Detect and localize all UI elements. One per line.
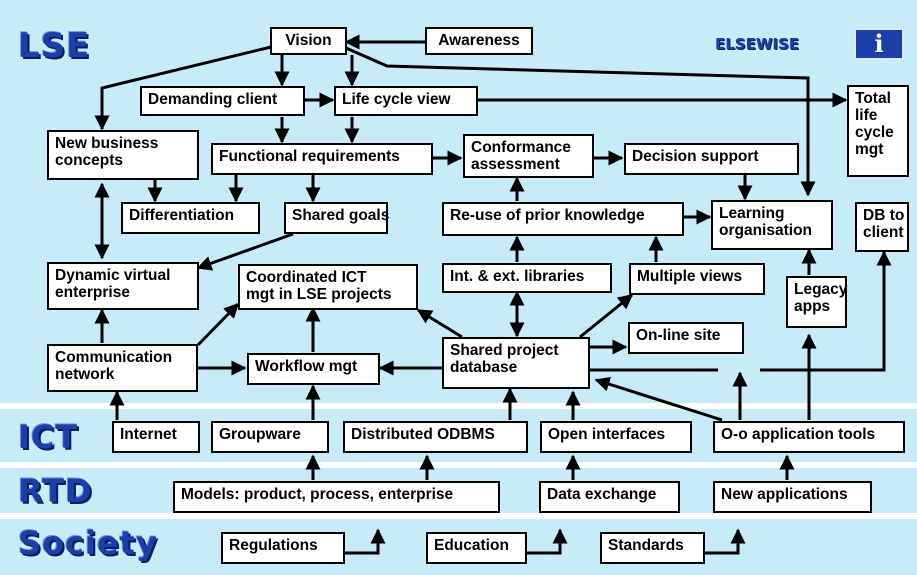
node-communication-network: Communication network xyxy=(47,344,198,392)
legacy-line-1: Legacy xyxy=(794,281,848,298)
node-shared-project-database: Shared project database xyxy=(442,337,590,389)
node-conformance-assessment: Conformance assessment xyxy=(463,134,594,178)
node-data-exchange: Data exchange xyxy=(539,481,680,513)
node-new-business-concepts: New business concepts xyxy=(47,130,199,180)
node-multiple-views: Multiple views xyxy=(629,263,765,295)
node-groupware: Groupware xyxy=(211,421,329,453)
total-line-2: life xyxy=(855,107,878,124)
node-decision-support: Decision support xyxy=(624,143,799,175)
node-dynamic-virtual-enterprise: Dynamic virtual enterprise xyxy=(47,262,199,310)
node-awareness: Awareness xyxy=(425,27,533,55)
edge-db-views xyxy=(579,293,634,339)
node-vision: Vision xyxy=(270,27,347,55)
edge-vision-newbusiness xyxy=(94,45,272,131)
node-functional-requirements: Functional requirements xyxy=(211,143,433,175)
edge-regulations-up xyxy=(345,528,386,555)
node-learning-organisation: Learning organisation xyxy=(711,200,833,250)
band-divider-rtd xyxy=(0,462,917,468)
node-demanding-client: Demanding client xyxy=(140,86,305,116)
new-business-line-2: concepts xyxy=(55,152,124,169)
edge-standards-up xyxy=(705,528,746,555)
node-distributed-odbms: Distributed ODBMS xyxy=(343,421,528,453)
edge-education-up xyxy=(527,528,568,555)
total-line-1: Total xyxy=(855,90,891,107)
node-open-interfaces: Open interfaces xyxy=(540,421,692,453)
edge-db-dbclient-b xyxy=(760,250,892,372)
band-label-rtd: RTD xyxy=(18,472,93,510)
dve-line-1: Dynamic virtual xyxy=(55,267,171,284)
edge-comm-coord xyxy=(196,302,240,347)
edge-oo-db xyxy=(594,376,723,422)
node-online-site: On-line site xyxy=(628,322,744,354)
db-client-line-1: DB to xyxy=(863,207,905,224)
node-standards: Standards xyxy=(600,532,705,564)
coord-line-1: Coordinated ICT xyxy=(246,269,367,286)
node-legacy-apps: Legacy apps xyxy=(786,276,847,328)
node-reuse-prior-knowledge: Re-use of prior knowledge xyxy=(442,202,684,236)
dve-line-2: enterprise xyxy=(55,284,130,301)
node-differentiation: Differentiation xyxy=(121,202,260,234)
info-icon[interactable]: i xyxy=(854,28,904,60)
node-oo-application-tools: O-o application tools xyxy=(713,421,905,453)
comm-line-1: Communication xyxy=(55,349,173,366)
node-new-applications: New applications xyxy=(713,481,872,513)
band-label-ict: ICT xyxy=(18,418,79,456)
edge-goals-dve xyxy=(196,232,294,271)
node-shared-goals: Shared goals xyxy=(284,202,389,234)
node-libraries: Int. & ext. libraries xyxy=(442,263,612,293)
new-business-line-1: New business xyxy=(55,135,159,152)
node-db-to-client: DB to client xyxy=(855,202,909,252)
brand-logo: ELSEWISE xyxy=(715,35,800,53)
total-line-3: cycle xyxy=(855,124,894,141)
band-label-lse: LSE xyxy=(18,26,91,66)
node-total-life-cycle-mgt: Total life cycle mgt xyxy=(847,85,909,177)
conformance-line-1: Conformance xyxy=(471,139,571,156)
node-coordinated-ict: Coordinated ICT mgt in LSE projects xyxy=(238,264,418,310)
node-internet: Internet xyxy=(112,421,200,453)
band-divider-society xyxy=(0,513,917,519)
edge-db-coord xyxy=(416,308,463,339)
band-label-society: Society xyxy=(18,524,158,562)
conformance-line-2: assessment xyxy=(471,156,560,173)
legacy-line-2: apps xyxy=(794,298,831,315)
shared-db-line-1: Shared project xyxy=(450,342,559,359)
learning-line-1: Learning xyxy=(719,205,785,222)
edge-vision-learning xyxy=(345,46,816,197)
comm-line-2: network xyxy=(55,366,115,383)
node-regulations: Regulations xyxy=(221,532,345,564)
total-line-4: mgt xyxy=(855,141,884,158)
node-education: Education xyxy=(426,532,527,564)
db-client-line-2: client xyxy=(863,224,904,241)
learning-line-2: organisation xyxy=(719,222,813,239)
band-divider-ict xyxy=(0,403,917,409)
node-life-cycle-view: Life cycle view xyxy=(334,86,478,116)
coord-line-2: mgt in LSE projects xyxy=(246,286,392,303)
shared-db-line-2: database xyxy=(450,359,518,376)
node-models: Models: product, process, enterprise xyxy=(173,481,500,513)
node-workflow-mgt: Workflow mgt xyxy=(247,353,380,385)
